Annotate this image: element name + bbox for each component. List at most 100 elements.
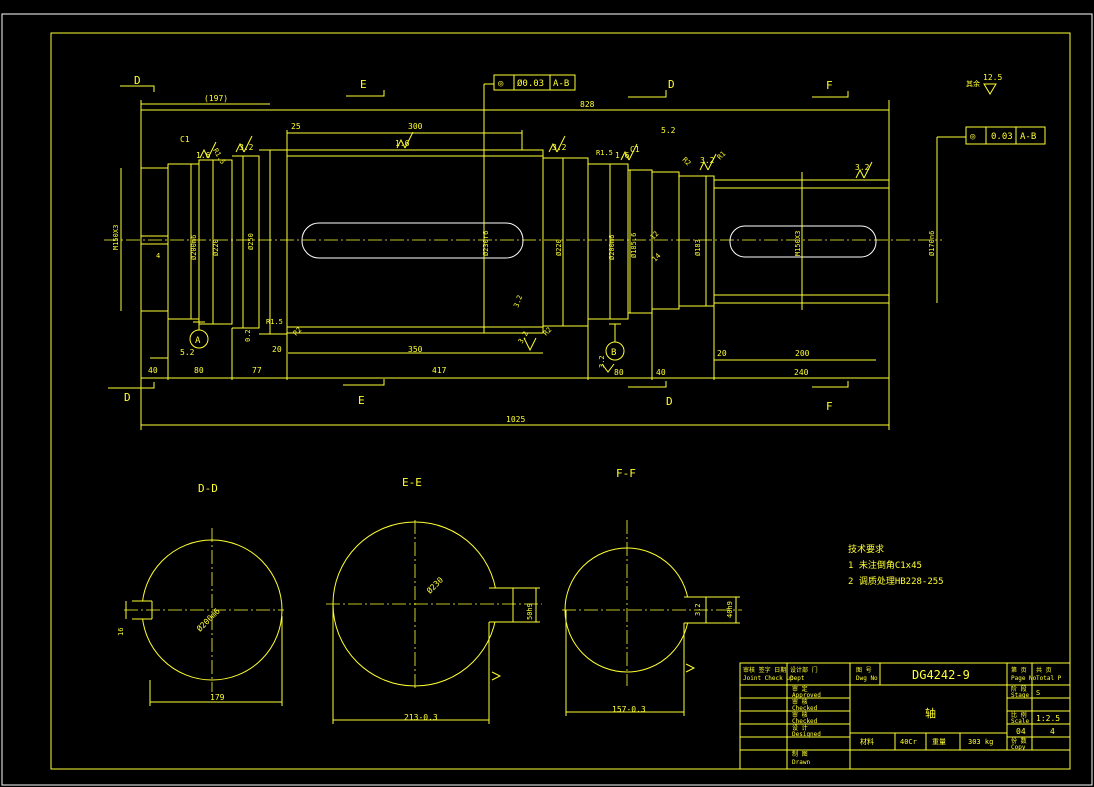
svg-text:共 页: 共 页 — [1036, 666, 1052, 674]
svg-text:Scale: Scale — [1011, 718, 1029, 725]
svg-text:Ø250: Ø250 — [247, 233, 255, 250]
gdt-value-1: Ø0.03 — [517, 78, 544, 89]
svg-text:Copy: Copy — [1011, 744, 1026, 751]
svg-text:Designed: Designed — [792, 731, 821, 738]
svg-text:M150X3: M150X3 — [794, 231, 802, 256]
svg-text:3.2: 3.2 — [700, 156, 715, 165]
svg-text:14: 14 — [651, 252, 663, 264]
svg-text:R1: R1 — [716, 150, 728, 162]
svg-text:5.2: 5.2 — [180, 348, 195, 357]
svg-text:Checked: Checked — [792, 705, 818, 712]
svg-text:审 核: 审 核 — [792, 711, 808, 719]
svg-text:R1.5: R1.5 — [211, 147, 226, 166]
svg-text:R1.5: R1.5 — [266, 318, 283, 326]
svg-text:设 计: 设 计 — [792, 724, 808, 732]
keyway-right — [729, 225, 877, 258]
svg-text:审 核: 审 核 — [792, 698, 808, 706]
main-view-labels: D E D F D E D F (197) 828 25 300 C1 C1 5… — [112, 73, 1002, 424]
ee-dia: Ø230 — [424, 575, 445, 596]
svg-text:材料: 材料 — [860, 737, 874, 746]
svg-text:设计部 门: 设计部 门 — [790, 666, 818, 674]
svg-text:Dept: Dept — [790, 675, 805, 682]
svg-text:3.2: 3.2 — [855, 163, 870, 172]
svg-text:重量: 重量 — [932, 738, 946, 746]
svg-text:(197): (197) — [204, 94, 228, 103]
section-dd-title: D-D — [198, 482, 218, 495]
section-ee: E-E 213-0.3 50h9 Ø230 — [326, 476, 542, 724]
keyway-left — [301, 222, 524, 259]
svg-text:5.2: 5.2 — [661, 126, 676, 135]
svg-text:1.6: 1.6 — [615, 151, 630, 160]
svg-text:F: F — [826, 79, 833, 92]
svg-text:4: 4 — [156, 252, 160, 260]
gdt-datum-1: A-B — [553, 79, 569, 89]
notes-item-1: 1 未注倒角C1x45 — [848, 559, 922, 571]
outer-frame — [1, 13, 1093, 786]
svg-text:303 kg: 303 kg — [968, 738, 993, 746]
ff-roughness: 3.2 — [694, 603, 702, 616]
svg-text:E: E — [358, 394, 365, 407]
svg-text:Ø200m6: Ø200m6 — [190, 235, 198, 260]
svg-text:E: E — [360, 78, 367, 91]
svg-text:12.5: 12.5 — [983, 73, 1002, 82]
gdt-datum-2: A-B — [1020, 132, 1036, 142]
svg-text:20: 20 — [272, 345, 282, 354]
svg-text:828: 828 — [580, 100, 595, 109]
ee-key: 50h9 — [526, 603, 534, 620]
svg-text:Checked: Checked — [792, 718, 818, 725]
svg-text:阶 段: 阶 段 — [1011, 685, 1027, 693]
section-ff: F-F 157-0.3 40h9 3.2 — [562, 467, 742, 716]
svg-text:S: S — [1036, 689, 1040, 697]
ff-key: 40h9 — [726, 601, 734, 618]
svg-text:Ø183: Ø183 — [694, 239, 702, 256]
svg-text:其余: 其余 — [966, 79, 980, 88]
svg-text:审核 签字 日期: 审核 签字 日期 — [743, 666, 786, 674]
svg-text:R2: R2 — [681, 156, 693, 168]
dd-width: 179 — [210, 693, 225, 702]
part-name: 轴 — [925, 706, 936, 720]
svg-text:D: D — [666, 395, 673, 408]
svg-text:1.6: 1.6 — [395, 139, 410, 148]
svg-text:Ø220: Ø220 — [555, 239, 563, 256]
svg-text:份 数: 份 数 — [1011, 737, 1027, 745]
svg-text:比 例: 比 例 — [1011, 711, 1027, 719]
svg-text:D: D — [668, 78, 675, 91]
svg-text:图 号: 图 号 — [856, 667, 872, 674]
svg-text:80: 80 — [194, 366, 204, 375]
svg-text:审 定: 审 定 — [792, 685, 808, 693]
section-dd: D-D 179 16 Ø200m6 — [117, 482, 284, 706]
notes-title: 技术要求 — [848, 543, 884, 555]
svg-text:40: 40 — [148, 366, 158, 375]
dd-key: 16 — [117, 628, 125, 636]
svg-text:12: 12 — [649, 230, 661, 242]
svg-text:0.2: 0.2 — [244, 329, 252, 342]
gdt-symbol-2: ◎ — [970, 132, 976, 142]
svg-text:77: 77 — [252, 366, 262, 375]
main-view — [104, 83, 997, 430]
notes-item-2: 2 调质处理HB228-255 — [848, 575, 944, 587]
svg-text:Joint Check up: Joint Check up — [743, 675, 794, 682]
svg-text:制 图: 制 图 — [792, 750, 808, 758]
svg-text:Ø230r6: Ø230r6 — [482, 231, 490, 256]
svg-text:D: D — [134, 74, 141, 87]
datum-a-label: A — [195, 336, 201, 346]
svg-text:1.6: 1.6 — [196, 151, 211, 160]
svg-text:Ø170n6: Ø170n6 — [928, 231, 936, 256]
svg-text:F: F — [826, 400, 833, 413]
svg-text:第 页: 第 页 — [1011, 666, 1027, 674]
technical-notes: 技术要求 1 未注倒角C1x45 2 调质处理HB228-255 — [848, 543, 944, 587]
svg-text:Stage: Stage — [1011, 692, 1029, 699]
svg-text:240: 240 — [794, 368, 809, 377]
inner-frame — [50, 32, 1071, 770]
svg-text:3.2: 3.2 — [517, 330, 530, 345]
svg-text:Ø185.6: Ø185.6 — [630, 233, 638, 258]
gdt-value-2: 0.03 — [991, 132, 1013, 142]
svg-text:04: 04 — [1016, 727, 1026, 736]
tolerance-frame-2: ◎ 0.03 A-B — [965, 126, 1046, 145]
svg-text:Ø200m6: Ø200m6 — [608, 235, 616, 260]
svg-text:300: 300 — [408, 122, 423, 131]
svg-text:3.2: 3.2 — [598, 355, 606, 368]
svg-text:3.2: 3.2 — [552, 143, 567, 152]
svg-text:25: 25 — [291, 122, 301, 131]
svg-text:D: D — [124, 391, 131, 404]
